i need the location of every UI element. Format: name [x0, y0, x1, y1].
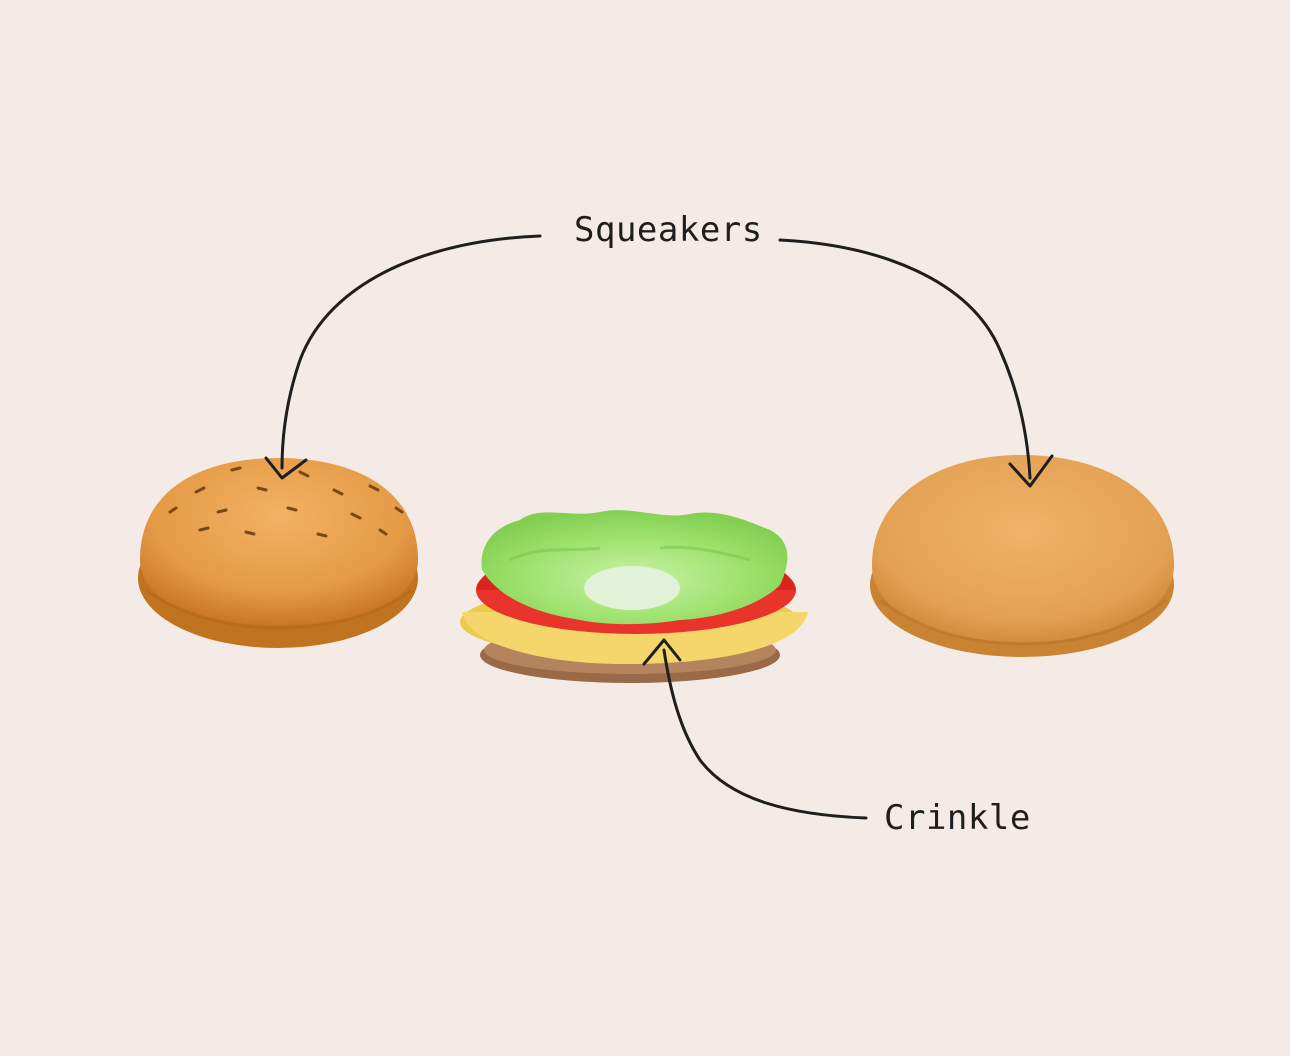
bottom-bun [870, 455, 1174, 657]
crinkle-label: Crinkle [884, 798, 1031, 838]
annotation-arrows [264, 234, 1054, 820]
arrow-to-fillings [662, 648, 868, 820]
burger-fillings [460, 510, 808, 683]
arrowhead-bottom-bun [1008, 454, 1054, 488]
arrowhead-top-bun [264, 456, 308, 480]
arrowhead-fillings [642, 638, 682, 666]
squeakers-label: Squeakers [574, 210, 763, 250]
sesame-seeds [168, 466, 404, 538]
arrow-to-bottom-bun [778, 238, 1032, 480]
arrow-to-top-bun [280, 234, 542, 470]
top-bun [138, 458, 418, 648]
